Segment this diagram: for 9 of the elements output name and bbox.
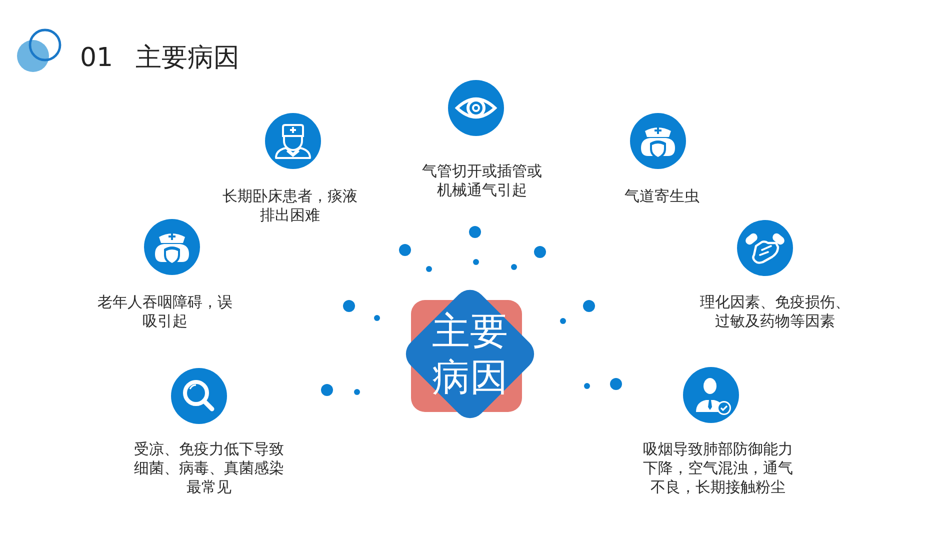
cause-text: 理化因素、免疫损伤、过敏及药物等因素 (699, 293, 851, 331)
cause-text: 气管切开或插管或机械通气引起 (421, 162, 543, 200)
center-title: 主要病因 (431, 308, 509, 400)
page-title: 01 主要病因 (80, 42, 240, 75)
cause-text: 气道寄生虫 (624, 187, 700, 206)
cause-text: 受凉、免疫力低下导致细菌、病毒、真菌感染最常见 (133, 440, 285, 497)
cause-text: 吸烟导致肺部防御能力下降，空气混浊，通气不良，长期接触粉尘 (642, 440, 794, 497)
cause-text: 老年人吞咽障碍，误吸引起 (96, 293, 234, 331)
cause-text: 长期卧床患者，痰液排出困难 (222, 187, 358, 225)
